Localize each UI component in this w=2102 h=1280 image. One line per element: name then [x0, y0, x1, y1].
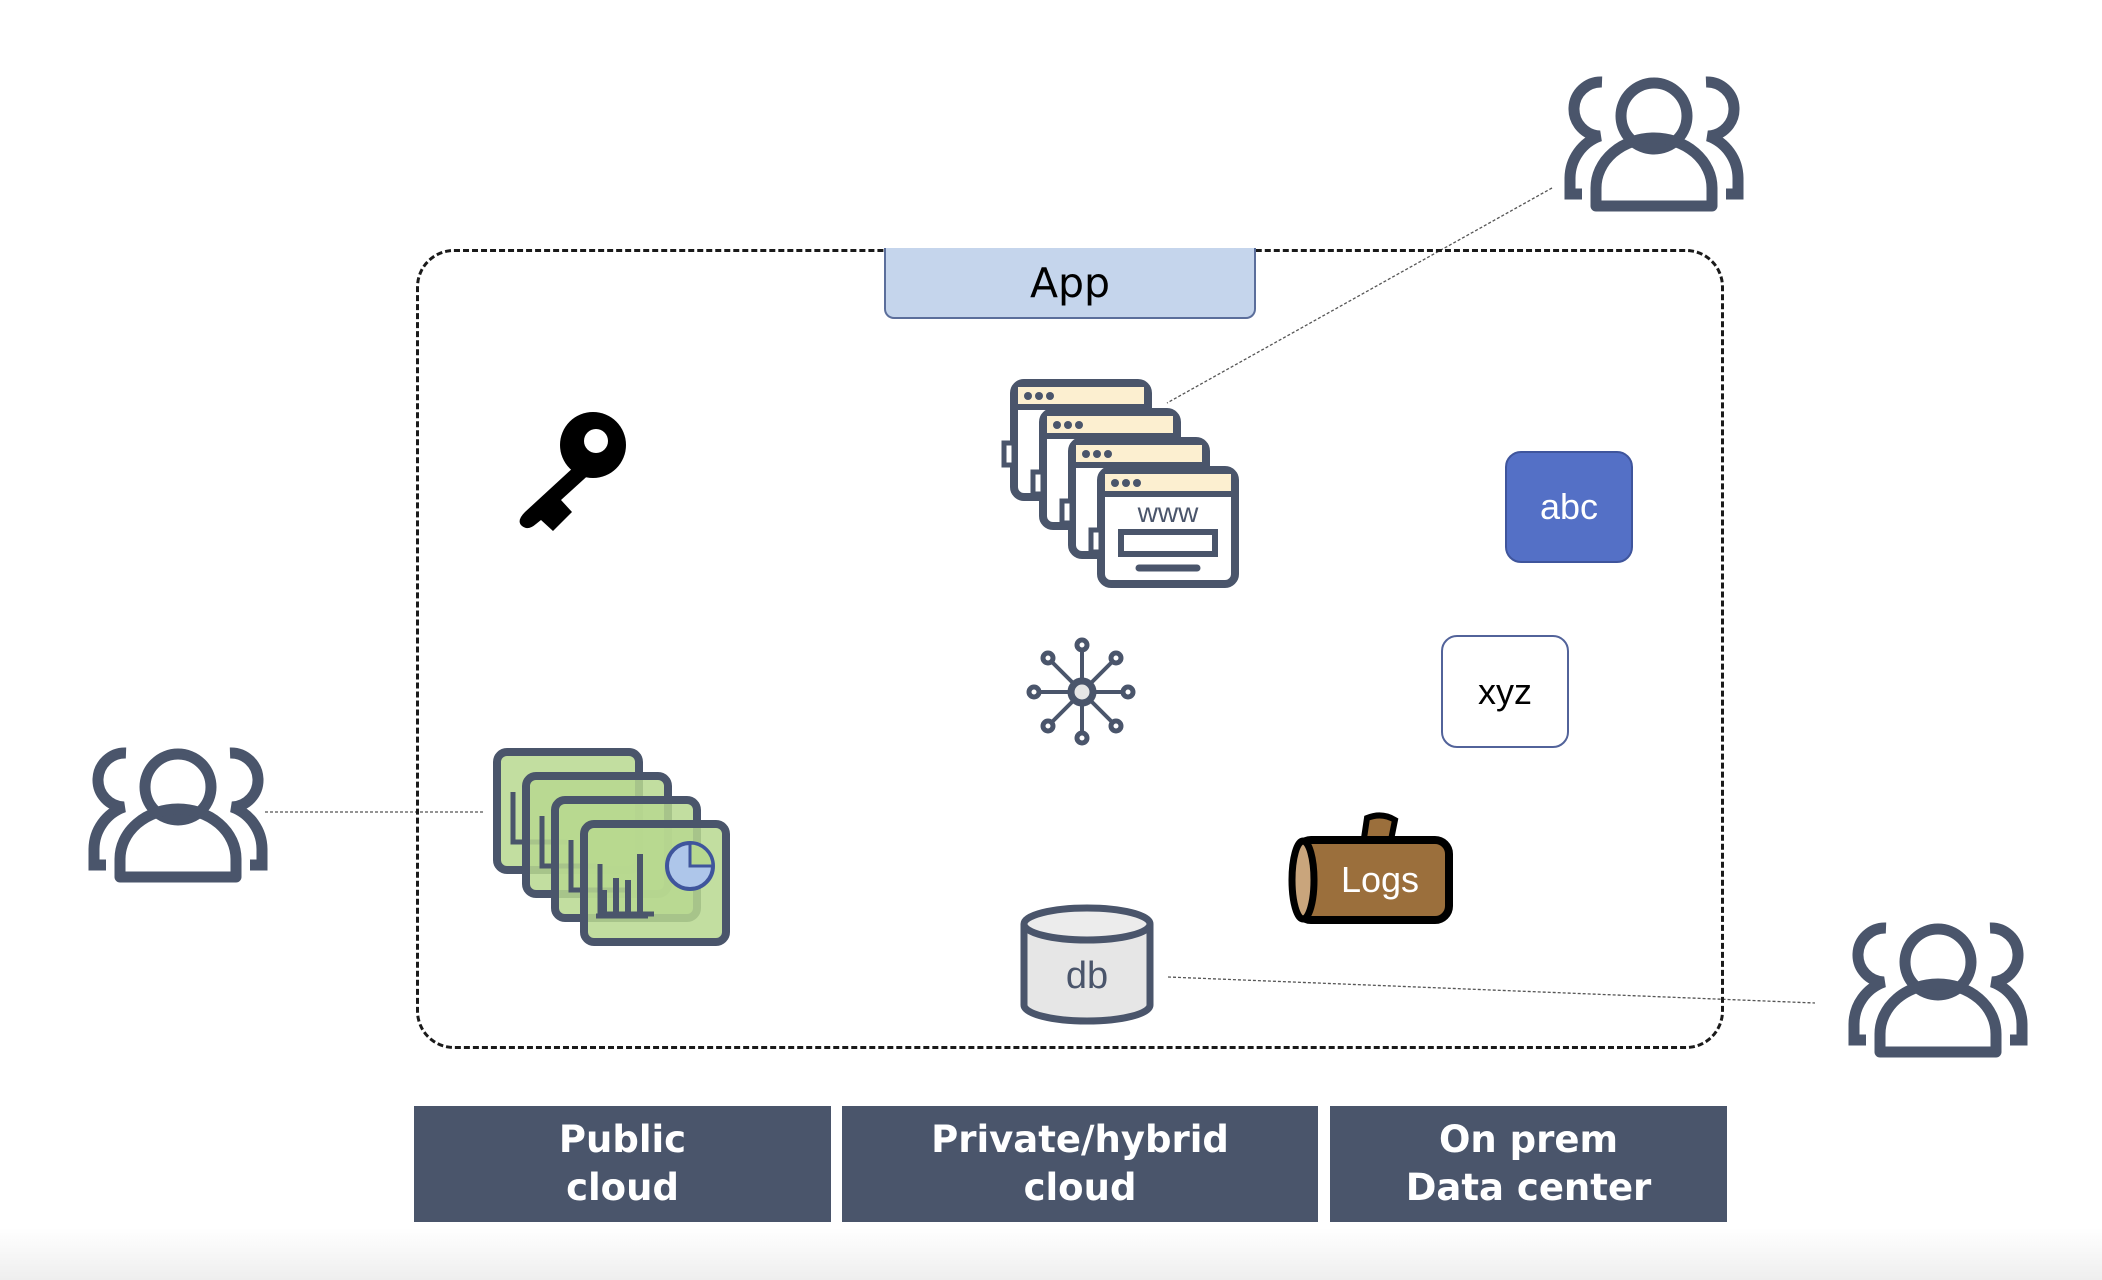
- app-title-box: App: [884, 248, 1256, 319]
- abc-label: abc: [1539, 486, 1599, 527]
- xyz-box: xyz: [1441, 635, 1569, 748]
- db-label: db: [1066, 955, 1108, 997]
- key-icon: [519, 412, 626, 531]
- users-icon-top-right: [1570, 82, 1738, 206]
- env-line-1: Public: [558, 1118, 687, 1161]
- bottom-shade: [0, 1228, 2102, 1280]
- users-icon-left: [94, 753, 262, 877]
- connector-top-right-users: [1166, 187, 1553, 404]
- database-icon: db: [1020, 904, 1154, 1025]
- dashboard-stack-icon: [497, 752, 726, 942]
- log-icon: Logs: [1288, 812, 1453, 924]
- env-line-1: On prem: [1438, 1118, 1619, 1161]
- connector-bottom-right-users: [1167, 976, 1816, 1004]
- abc-box: abc: [1505, 451, 1633, 563]
- env-public-cloud: Public cloud: [414, 1106, 831, 1222]
- logs-label: Logs: [1341, 859, 1419, 900]
- xyz-label: xyz: [1478, 670, 1532, 712]
- www-label: www: [1137, 497, 1199, 528]
- env-line-2: cloud: [566, 1166, 679, 1209]
- browser-windows-stack-icon: www: [1004, 383, 1235, 584]
- env-on-prem-data-center: On prem Data center: [1330, 1106, 1727, 1222]
- users-icon-bottom-right: [1854, 928, 2022, 1052]
- app-title: App: [1029, 258, 1111, 307]
- env-private-hybrid-cloud: Private/hybrid cloud: [842, 1106, 1318, 1222]
- env-line-2: cloud: [1023, 1166, 1137, 1209]
- network-hub-icon: [1026, 637, 1136, 746]
- env-line-1: Private/hybrid: [931, 1118, 1229, 1161]
- env-line-2: Data center: [1405, 1166, 1652, 1209]
